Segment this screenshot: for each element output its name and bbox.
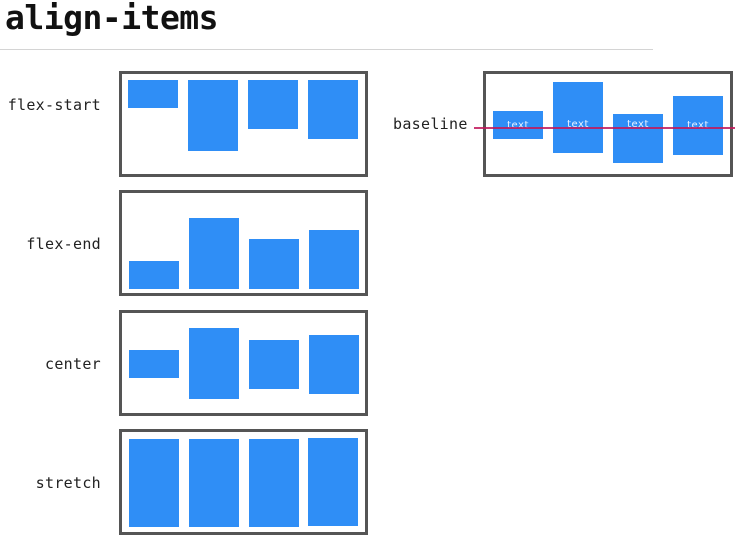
baseline-label: baseline	[393, 115, 468, 133]
flex-item	[129, 350, 179, 378]
flex-item	[128, 80, 178, 108]
flex-item	[309, 335, 359, 394]
flex-item	[249, 439, 299, 527]
flex-end-label: flex-end	[26, 235, 101, 253]
baseline-item: text	[493, 111, 543, 139]
baseline-item: text	[613, 114, 663, 163]
flex-item	[249, 340, 299, 389]
center-label: center	[45, 355, 101, 373]
page-title: align-items	[5, 0, 219, 37]
flex-item	[188, 80, 238, 151]
baseline-item-text: text	[687, 120, 709, 131]
flex-item	[129, 439, 179, 527]
center-container	[119, 310, 368, 416]
flex-item	[308, 438, 358, 526]
baseline-item-text: text	[627, 119, 649, 130]
baseline-indicator-line	[474, 127, 735, 129]
flex-start-container	[119, 71, 368, 177]
baseline-item-text: text	[567, 119, 589, 130]
flex-item	[248, 80, 298, 129]
flex-end-container	[119, 190, 368, 296]
flex-item	[189, 439, 239, 527]
flex-item	[309, 230, 359, 289]
baseline-container: text text text text	[483, 71, 733, 177]
flex-item	[189, 328, 239, 399]
flex-item	[249, 239, 299, 289]
title-divider	[0, 49, 653, 50]
flex-item	[308, 80, 358, 139]
flex-item	[189, 218, 239, 289]
stretch-label: stretch	[35, 474, 101, 492]
baseline-item: text	[553, 82, 603, 153]
baseline-item-text: text	[507, 120, 529, 131]
baseline-item: text	[673, 96, 723, 155]
stretch-container	[119, 429, 368, 535]
flex-start-label: flex-start	[7, 96, 101, 114]
flex-item	[129, 261, 179, 289]
